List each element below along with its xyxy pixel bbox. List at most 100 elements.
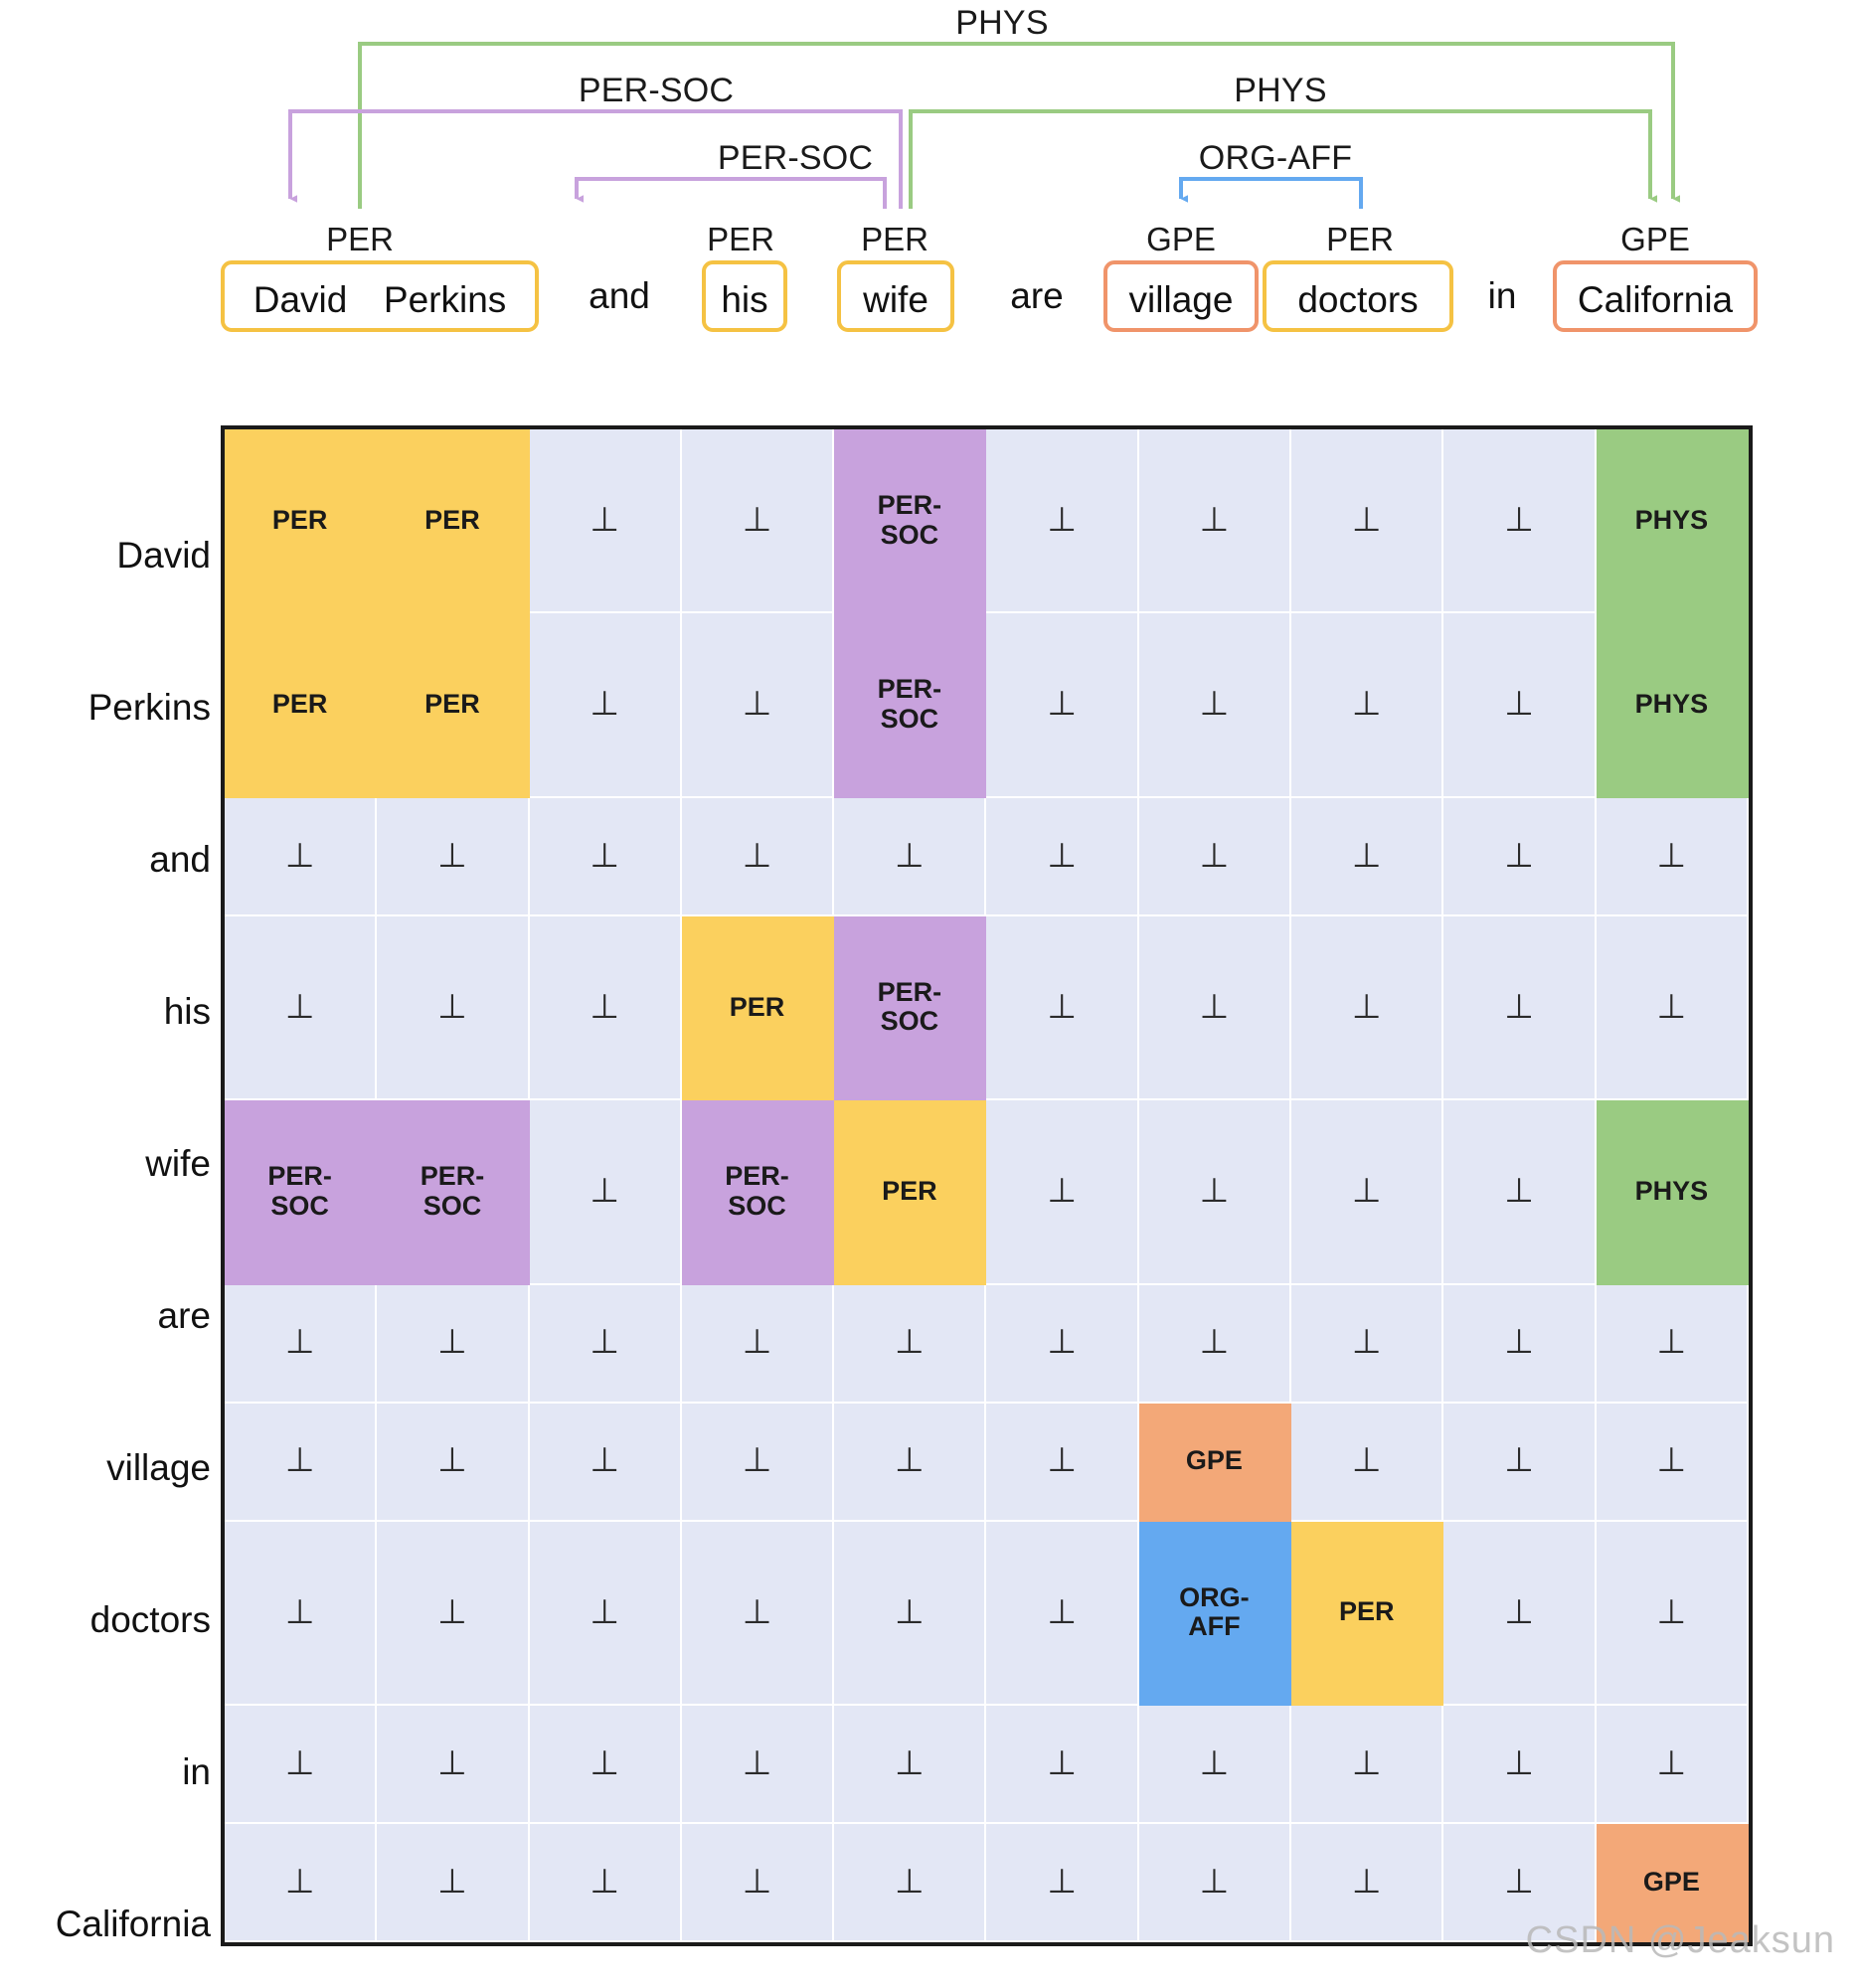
matrix-cell[interactable]: ⊥ [834, 1403, 987, 1522]
matrix-cell[interactable]: ⊥ [1443, 429, 1597, 614]
entity-box-david-perkins[interactable]: David Perkins [221, 260, 539, 332]
matrix-cell[interactable]: ⊥ [681, 1403, 835, 1522]
matrix-cell[interactable]: ⊥ [1596, 1403, 1749, 1522]
matrix-cell[interactable]: ⊥ [1443, 915, 1597, 1101]
matrix-cell[interactable]: ⊥ [225, 797, 378, 916]
matrix-cell[interactable]: PER [834, 1100, 987, 1285]
matrix-cell[interactable]: ⊥ [529, 1403, 682, 1522]
matrix-cell[interactable]: ⊥ [1138, 613, 1292, 798]
matrix-cell[interactable]: ⊥ [681, 1521, 835, 1706]
matrix-cell[interactable]: ⊥ [225, 1705, 378, 1824]
matrix-cell[interactable]: ⊥ [1138, 1284, 1292, 1404]
matrix-cell[interactable]: PER-SOC [834, 915, 987, 1101]
matrix-cell[interactable]: ⊥ [1291, 613, 1444, 798]
matrix-cell[interactable]: ⊥ [1443, 1823, 1597, 1942]
matrix-cell[interactable]: ⊥ [1291, 1284, 1444, 1404]
matrix-cell[interactable]: ⊥ [834, 1823, 987, 1942]
matrix-cell[interactable]: ⊥ [1291, 797, 1444, 916]
matrix-cell[interactable]: ⊥ [1138, 1823, 1292, 1942]
matrix-cell[interactable]: ⊥ [681, 613, 835, 798]
matrix-cell[interactable]: ⊥ [529, 1284, 682, 1404]
matrix-cell[interactable]: ⊥ [1291, 1705, 1444, 1824]
matrix-cell[interactable]: ⊥ [1291, 1100, 1444, 1285]
matrix-cell[interactable]: PER-SOC [225, 1100, 378, 1285]
matrix-cell[interactable]: ORG-AFF [1138, 1521, 1292, 1706]
matrix-cell[interactable]: ⊥ [834, 797, 987, 916]
matrix-cell[interactable]: ⊥ [1596, 1521, 1749, 1706]
matrix-cell[interactable]: ⊥ [834, 1284, 987, 1404]
matrix-cell[interactable]: ⊥ [1596, 1705, 1749, 1824]
matrix-cell[interactable]: ⊥ [986, 915, 1139, 1101]
matrix-cell[interactable]: ⊥ [986, 1705, 1139, 1824]
matrix-cell[interactable]: ⊥ [1138, 1705, 1292, 1824]
matrix-cell[interactable]: PER [1291, 1521, 1444, 1706]
matrix-cell[interactable]: GPE [1596, 1823, 1749, 1942]
matrix-cell[interactable]: ⊥ [681, 1823, 835, 1942]
matrix-cell[interactable]: ⊥ [986, 613, 1139, 798]
matrix-cell[interactable]: ⊥ [986, 1823, 1139, 1942]
matrix-cell[interactable]: PER-SOC [834, 613, 987, 798]
entity-box-california[interactable]: California [1553, 260, 1758, 332]
entity-box-wife[interactable]: wife [837, 260, 954, 332]
matrix-cell[interactable]: ⊥ [225, 1521, 378, 1706]
matrix-cell[interactable]: PER-SOC [681, 1100, 835, 1285]
entity-box-his[interactable]: his [702, 260, 787, 332]
matrix-cell[interactable]: ⊥ [1443, 1100, 1597, 1285]
matrix-cell[interactable]: ⊥ [986, 1284, 1139, 1404]
matrix-cell[interactable]: PER [377, 429, 530, 614]
matrix-cell[interactable]: ⊥ [529, 613, 682, 798]
matrix-cell[interactable]: PER-SOC [377, 1100, 530, 1285]
matrix-cell[interactable]: ⊥ [377, 1823, 530, 1942]
matrix-cell[interactable]: ⊥ [1443, 1284, 1597, 1404]
matrix-cell[interactable]: ⊥ [1443, 1705, 1597, 1824]
matrix-cell[interactable]: ⊥ [1443, 797, 1597, 916]
matrix-cell[interactable]: ⊥ [529, 1521, 682, 1706]
matrix-cell[interactable]: ⊥ [529, 797, 682, 916]
matrix-cell[interactable]: ⊥ [1596, 915, 1749, 1101]
matrix-cell[interactable]: ⊥ [377, 797, 530, 916]
entity-box-village[interactable]: village [1103, 260, 1259, 332]
matrix-cell[interactable]: ⊥ [1443, 1403, 1597, 1522]
matrix-cell[interactable]: ⊥ [1291, 1403, 1444, 1522]
matrix-cell[interactable]: ⊥ [1291, 429, 1444, 614]
matrix-cell[interactable]: ⊥ [986, 1100, 1139, 1285]
matrix-cell[interactable]: PHYS [1596, 613, 1749, 798]
matrix-cell[interactable]: ⊥ [986, 797, 1139, 916]
matrix-cell[interactable]: ⊥ [1443, 613, 1597, 798]
matrix-cell[interactable]: ⊥ [529, 1100, 682, 1285]
matrix-cell[interactable]: ⊥ [529, 915, 682, 1101]
matrix-cell[interactable]: PER [377, 613, 530, 798]
matrix-cell[interactable]: ⊥ [1596, 1284, 1749, 1404]
matrix-cell[interactable]: ⊥ [681, 1284, 835, 1404]
matrix-cell[interactable]: ⊥ [225, 1403, 378, 1522]
matrix-cell[interactable]: ⊥ [225, 1823, 378, 1942]
matrix-cell[interactable]: ⊥ [377, 1284, 530, 1404]
entity-box-doctors[interactable]: doctors [1263, 260, 1453, 332]
matrix-cell[interactable]: ⊥ [377, 1521, 530, 1706]
matrix-cell[interactable]: ⊥ [986, 429, 1139, 614]
matrix-cell[interactable]: ⊥ [681, 1705, 835, 1824]
matrix-cell[interactable]: ⊥ [225, 915, 378, 1101]
matrix-cell[interactable]: ⊥ [1138, 1100, 1292, 1285]
matrix-cell[interactable]: ⊥ [1138, 915, 1292, 1101]
matrix-cell[interactable]: ⊥ [529, 1705, 682, 1824]
matrix-cell[interactable]: ⊥ [834, 1521, 987, 1706]
matrix-cell[interactable]: PER [681, 915, 835, 1101]
matrix-cell[interactable]: ⊥ [1291, 1823, 1444, 1942]
matrix-cell[interactable]: ⊥ [377, 915, 530, 1101]
matrix-cell[interactable]: ⊥ [1138, 429, 1292, 614]
matrix-cell[interactable]: ⊥ [225, 1284, 378, 1404]
matrix-cell[interactable]: ⊥ [681, 429, 835, 614]
matrix-cell[interactable]: ⊥ [1291, 915, 1444, 1101]
matrix-cell[interactable]: ⊥ [1138, 797, 1292, 916]
matrix-cell[interactable]: ⊥ [834, 1705, 987, 1824]
matrix-cell[interactable]: ⊥ [986, 1403, 1139, 1522]
matrix-cell[interactable]: ⊥ [377, 1705, 530, 1824]
matrix-cell[interactable]: ⊥ [529, 429, 682, 614]
matrix-cell[interactable]: ⊥ [1443, 1521, 1597, 1706]
matrix-cell[interactable]: PER [225, 429, 378, 614]
matrix-cell[interactable]: PER-SOC [834, 429, 987, 614]
matrix-cell[interactable]: PHYS [1596, 1100, 1749, 1285]
matrix-cell[interactable]: PHYS [1596, 429, 1749, 614]
matrix-cell[interactable]: GPE [1138, 1403, 1292, 1522]
